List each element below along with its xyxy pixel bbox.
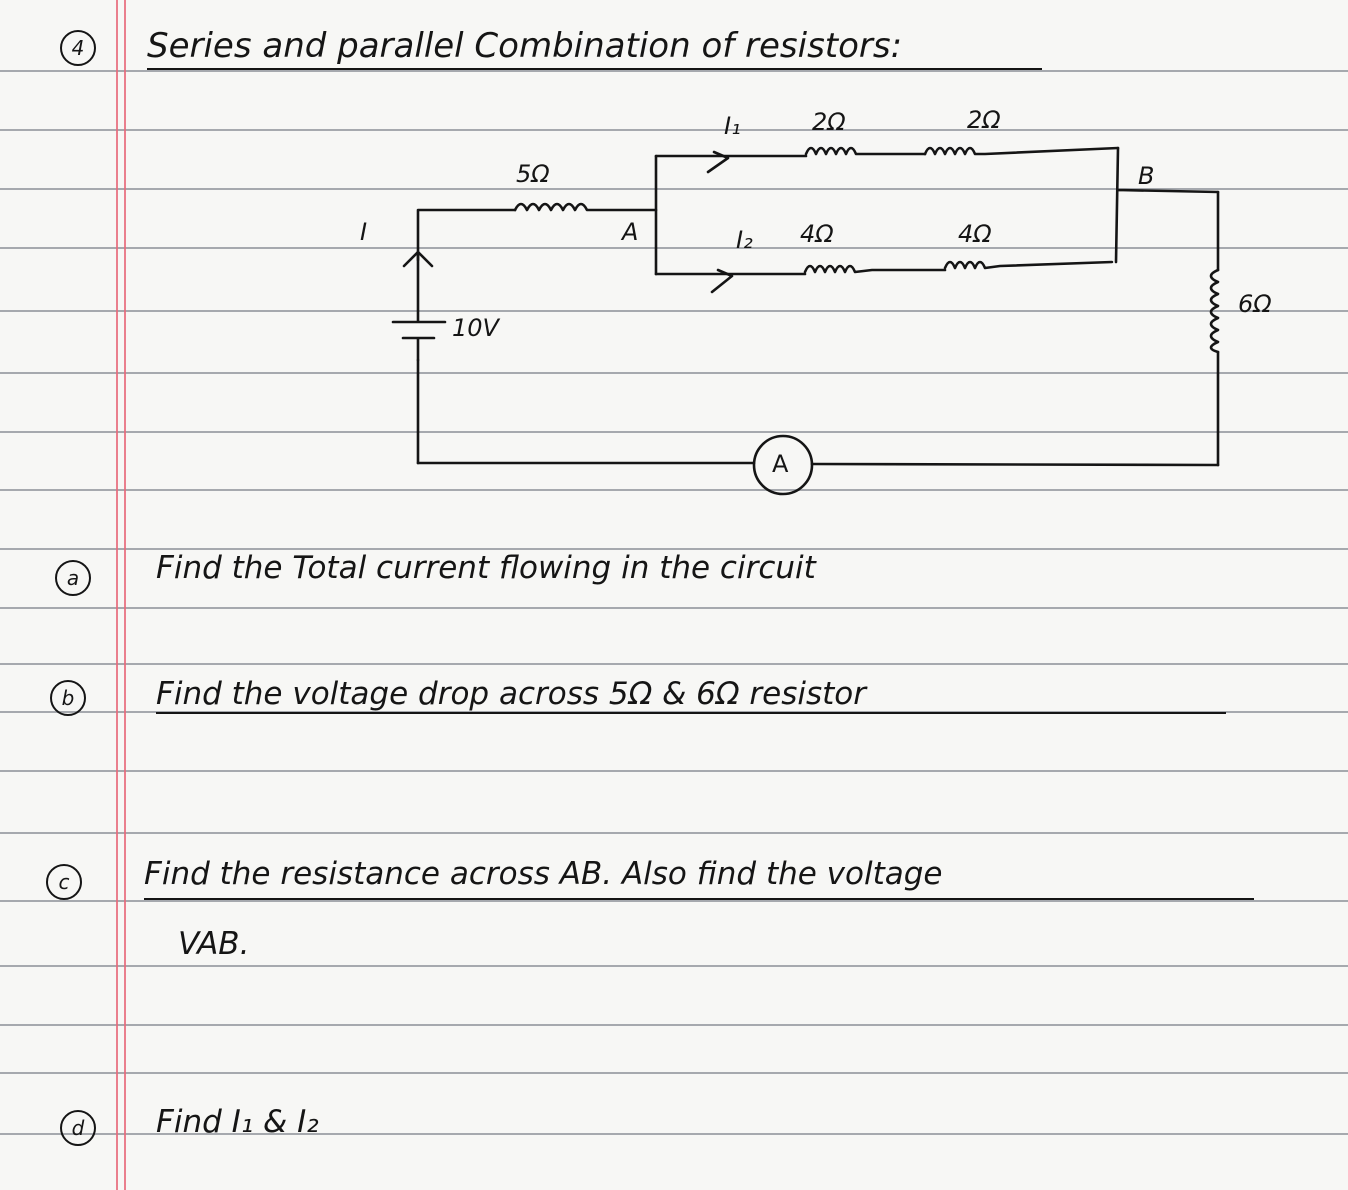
battery-icon — [391, 250, 447, 362]
resistor-6-ohm — [1209, 268, 1220, 354]
current-arrow-i1 — [706, 150, 730, 174]
label-battery-voltage: 10V — [452, 314, 499, 342]
question-b-underline — [156, 712, 1226, 714]
label-resistor-5-ohm: 5Ω — [516, 160, 550, 188]
ruled-line — [0, 663, 1348, 665]
wire-left — [416, 208, 517, 465]
wire-parallel-right — [1114, 146, 1220, 264]
ruled-line — [0, 188, 1348, 190]
ruled-line — [0, 548, 1348, 550]
label-resistor-4-ohm-2: 4Ω — [958, 220, 992, 248]
resistor-4-ohm-1 — [803, 264, 947, 274]
resistor-2-ohm-2 — [923, 146, 1120, 156]
label-node-a: A — [622, 218, 639, 246]
label-resistor-2-ohm-2: 2Ω — [967, 106, 1001, 134]
label-current-i2: I₂ — [736, 226, 753, 254]
resistor-4-ohm-2 — [943, 260, 1114, 270]
heading-number: 4 — [60, 30, 96, 66]
question-marker-b: b — [50, 680, 86, 716]
ruled-line — [0, 431, 1348, 433]
ruled-line — [0, 965, 1348, 967]
ruled-line — [0, 607, 1348, 609]
ruled-line — [0, 900, 1348, 902]
label-ammeter: A — [772, 450, 789, 478]
label-current-i1: I₁ — [724, 112, 741, 140]
question-b-text: Find the voltage drop across 5Ω & 6Ω res… — [156, 676, 867, 712]
ruled-line — [0, 1024, 1348, 1026]
ammeter-icon — [752, 434, 814, 496]
current-arrow-i2 — [710, 268, 734, 294]
question-a-text: Find the Total current flowing in the ci… — [156, 550, 816, 586]
question-c-text: Find the resistance across AB. Also find… — [144, 856, 943, 892]
question-marker-a: a — [55, 560, 91, 596]
heading-underline — [147, 68, 1042, 70]
ruled-line — [0, 310, 1348, 312]
label-resistor-6-ohm: 6Ω — [1238, 290, 1272, 318]
ruled-line — [0, 247, 1348, 249]
ruled-line — [0, 1133, 1348, 1135]
question-marker-d: d — [60, 1110, 96, 1146]
question-c-underline — [144, 898, 1254, 900]
ruled-line — [0, 129, 1348, 131]
label-resistor-2-ohm-1: 2Ω — [812, 108, 846, 136]
heading-title: Series and parallel Combination of resis… — [147, 26, 903, 66]
ruled-line — [0, 832, 1348, 834]
ruled-line — [0, 770, 1348, 772]
question-c-text-line2: VAB. — [178, 926, 250, 962]
ruled-line — [0, 372, 1348, 374]
resistor-2-ohm-1 — [804, 146, 927, 156]
margin-line — [116, 0, 118, 1190]
margin-line — [124, 0, 126, 1190]
label-current-i: I — [360, 218, 368, 246]
label-resistor-4-ohm-1: 4Ω — [800, 220, 834, 248]
resistor-5-ohm — [513, 202, 658, 212]
question-d-text: Find I₁ & I₂ — [156, 1104, 319, 1140]
label-node-b: B — [1138, 162, 1155, 190]
ruled-line — [0, 70, 1348, 72]
ruled-line — [0, 489, 1348, 491]
wire-bottom — [416, 461, 1220, 467]
ruled-line — [0, 1072, 1348, 1074]
question-marker-c: c — [46, 864, 82, 900]
